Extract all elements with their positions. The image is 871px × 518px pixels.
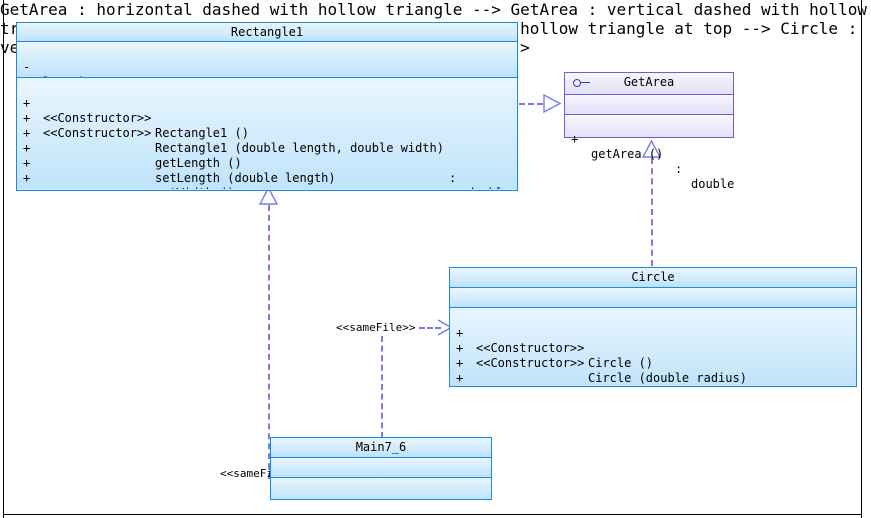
member-separator: : bbox=[449, 171, 457, 185]
class-attributes-main bbox=[271, 458, 491, 478]
interface-attributes-getarea bbox=[565, 95, 733, 115]
visibility-marker: + bbox=[23, 126, 31, 140]
operation-row: + <<Implement>> getArea () : double bbox=[17, 171, 517, 189]
connector-rectangle1-getarea-arrowhead bbox=[543, 93, 562, 114]
class-box-rectangle1[interactable]: Rectangle1 - length : double - width : d… bbox=[16, 22, 518, 191]
member-signature: length bbox=[43, 75, 86, 77]
member-signature: getArea () bbox=[591, 147, 664, 161]
connector-circle-getarea-arrowhead bbox=[641, 139, 662, 158]
connector-main-circle-line-vertical[interactable] bbox=[381, 336, 383, 438]
operation-row: + setLength (double length) : void bbox=[17, 126, 517, 189]
class-attributes-circle: - radius : double bbox=[450, 288, 856, 308]
interface-operations-getarea: + getArea () : double bbox=[565, 115, 734, 191]
visibility-marker: + bbox=[456, 356, 464, 370]
class-name-circle: Circle bbox=[631, 270, 675, 284]
class-header-circle: Circle bbox=[450, 268, 856, 288]
attribute-row: - width : double bbox=[17, 60, 517, 77]
member-stereotype: <<Constructor>> bbox=[476, 356, 585, 370]
operation-row: + <<Constructor>> Circle (double radius) bbox=[450, 326, 856, 385]
class-header-main: Main7_6 bbox=[271, 438, 491, 458]
interface-box-getarea[interactable]: GetArea + getArea () : double bbox=[564, 72, 734, 191]
class-name-main: Main7_6 bbox=[355, 440, 407, 454]
member-signature: getLength () bbox=[155, 156, 242, 170]
member-signature: Circle (double radius) bbox=[588, 371, 747, 385]
member-signature: Rectangle1 (double length, double width) bbox=[155, 141, 444, 155]
operation-row: + setWidth (double width) : void bbox=[17, 156, 517, 185]
interface-lollipop-icon bbox=[573, 79, 591, 88]
member-type: double bbox=[467, 186, 510, 189]
visibility-marker: + bbox=[23, 156, 31, 170]
class-operations-rectangle1: + <<Constructor>> Rectangle1 () + <<Cons… bbox=[17, 78, 517, 189]
visibility-marker: - bbox=[23, 60, 31, 74]
operation-row: + getLength () : double bbox=[17, 111, 517, 189]
member-stereotype: <<Constructor>> bbox=[476, 341, 585, 355]
interface-name-getarea: GetArea bbox=[623, 75, 675, 89]
member-stereotype: <<Constructor>> bbox=[43, 126, 152, 140]
connector-circle-getarea-line[interactable] bbox=[651, 158, 653, 266]
member-signature: setLength (double length) bbox=[155, 171, 336, 185]
member-signature: Circle () bbox=[588, 356, 654, 370]
visibility-marker: + bbox=[23, 141, 31, 155]
canvas-frame-right bbox=[861, 0, 862, 518]
operation-row: + getArea () : double bbox=[565, 117, 734, 191]
class-header-rectangle1: Rectangle1 bbox=[17, 23, 517, 42]
operation-row: + <<Implement>> getArea () : double bbox=[450, 371, 856, 386]
operation-row: + <<Constructor>> Circle () bbox=[450, 311, 856, 370]
class-name-rectangle1: Rectangle1 bbox=[230, 25, 304, 39]
canvas-frame-bottom bbox=[3, 514, 861, 515]
operation-row: + getRadious () : double bbox=[450, 341, 856, 370]
attribute-row: - length : double bbox=[17, 45, 517, 77]
visibility-marker: + bbox=[456, 326, 464, 340]
operation-row: + getWidth () : double bbox=[17, 141, 517, 189]
visibility-marker: + bbox=[456, 341, 464, 355]
canvas-frame-left bbox=[3, 0, 4, 518]
class-box-main[interactable]: Main7_6 + main (String args[]) : void bbox=[270, 437, 492, 500]
visibility-marker: + bbox=[23, 186, 30, 189]
visibility-marker: - bbox=[456, 306, 463, 307]
connector-main-rectangle1-line[interactable] bbox=[268, 205, 270, 479]
operation-row: + <<Constructor>> Rectangle1 (double len… bbox=[17, 96, 517, 155]
operation-row: + main (String args[]) : void bbox=[271, 481, 491, 499]
class-operations-circle: + <<Constructor>> Circle () + <<Construc… bbox=[450, 308, 856, 386]
visibility-marker: + bbox=[277, 496, 284, 499]
member-signature: Rectangle1 () bbox=[155, 126, 249, 140]
connector-main-rectangle1-arrowhead bbox=[258, 186, 279, 205]
attribute-row: - radius : double bbox=[450, 291, 856, 307]
visibility-marker: + bbox=[456, 371, 464, 385]
member-separator: : bbox=[449, 186, 456, 189]
member-separator: : bbox=[675, 162, 683, 176]
connector-rectangle1-getarea-line[interactable] bbox=[519, 103, 543, 105]
visibility-marker: + bbox=[23, 96, 31, 110]
operation-row: + setRadious (double radious) : void bbox=[450, 356, 856, 385]
visibility-marker: + bbox=[571, 132, 579, 146]
visibility-marker: + bbox=[23, 171, 31, 185]
operation-row: + <<Constructor>> Rectangle1 () bbox=[17, 81, 517, 140]
connector-main-circle-line-horizontal[interactable] bbox=[419, 327, 441, 329]
class-attributes-rectangle1: - length : double - width : double bbox=[17, 42, 517, 78]
member-signature: getWidth () bbox=[155, 186, 234, 189]
connector-label-samefile-circle: <<sameFile>> bbox=[336, 321, 416, 334]
interface-header-getarea: GetArea bbox=[565, 73, 733, 95]
member-type: double bbox=[691, 177, 735, 191]
visibility-marker: + bbox=[23, 111, 31, 125]
member-stereotype: <<Constructor>> bbox=[43, 111, 152, 125]
visibility-marker: - bbox=[23, 75, 30, 77]
class-operations-main: + main (String args[]) : void bbox=[271, 478, 491, 499]
class-box-circle[interactable]: Circle - radius : double + <<Constructor… bbox=[449, 267, 857, 387]
